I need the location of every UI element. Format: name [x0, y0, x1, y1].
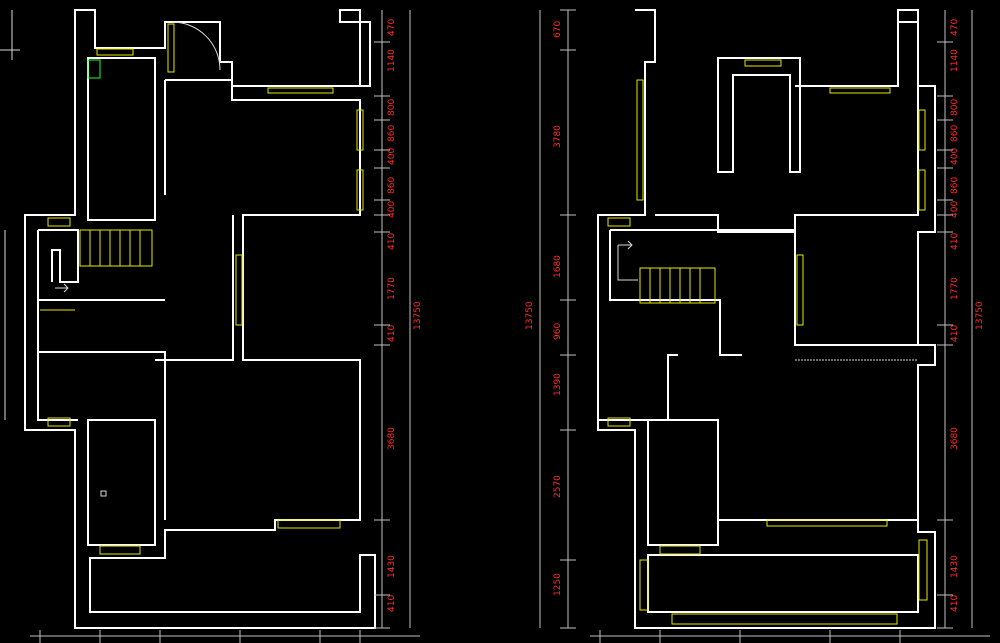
right-mid-wall — [609, 229, 918, 356]
right-dim-left-5: 1390 — [553, 373, 563, 396]
right-dim-total-right: 13750 — [975, 301, 985, 330]
right-dim-right-9: 1770 — [950, 277, 960, 300]
left-edge-lines — [0, 10, 20, 420]
right-dim-right-13: 410 — [950, 595, 960, 612]
right-dim-right-5: 400 — [950, 148, 960, 165]
right-dim-total-left: 13750 — [525, 301, 535, 330]
left-lower-room — [87, 419, 156, 546]
right-stair — [617, 240, 716, 304]
bottom-dim-ticks — [30, 630, 990, 643]
right-lower-wall — [597, 300, 918, 521]
left-dim-texts: 470 1140 800 860 400 860 400 410 1770 41… — [387, 19, 423, 612]
right-dim-texts-right: 470 1140 800 860 400 860 400 410 1770 41… — [950, 19, 985, 612]
left-stair-wall — [37, 229, 79, 421]
right-dim-left-3: 1680 — [553, 255, 563, 278]
right-dim-right-4: 860 — [950, 125, 960, 142]
left-inner-room-top — [87, 57, 156, 221]
left-dim-4: 860 — [387, 125, 397, 142]
right-dim-line-right — [937, 10, 973, 629]
right-dim-left-1: 670 — [553, 21, 563, 38]
right-inner-room-top — [717, 57, 801, 173]
right-dim-texts-left: 670 3780 1680 960 1390 2570 1250 13750 — [525, 21, 563, 596]
right-dim-right-12: 1430 — [950, 555, 960, 578]
right-outer-wall — [597, 9, 936, 629]
left-dim-13: 410 — [387, 595, 397, 612]
left-door-arc — [171, 21, 221, 71]
left-dim-3: 800 — [387, 99, 397, 116]
left-top-right-wall — [231, 9, 371, 87]
left-dim-2: 1140 — [387, 49, 397, 72]
left-fixture — [87, 59, 101, 79]
left-dim-8: 410 — [387, 233, 397, 250]
right-dim-left-6: 2570 — [553, 475, 563, 498]
left-dim-line-right — [374, 10, 411, 629]
right-dim-right-7: 400 — [950, 201, 960, 218]
left-mid-wall — [38, 299, 166, 520]
right-top-right-wall — [795, 21, 918, 87]
left-dim-10: 410 — [387, 325, 397, 342]
right-floor-plan: 670 3780 1680 960 1390 2570 1250 13750 4… — [525, 9, 985, 629]
left-dim-total: 13750 — [413, 301, 423, 330]
right-dim-right-1: 470 — [950, 19, 960, 36]
left-dim-12: 1430 — [387, 555, 397, 578]
left-dim-5: 400 — [387, 148, 397, 165]
left-small-square — [100, 490, 107, 497]
right-dim-line-left — [539, 9, 576, 629]
right-dim-right-8: 410 — [950, 233, 960, 250]
left-partition-1 — [155, 215, 234, 361]
right-dim-left-2: 3780 — [553, 125, 563, 148]
left-inner-wall-a — [164, 79, 232, 195]
right-bottom-room — [647, 554, 919, 613]
right-lower-room — [647, 419, 719, 546]
left-windows — [40, 23, 364, 555]
left-dim-6: 860 — [387, 177, 397, 194]
left-dim-1: 470 — [387, 19, 397, 36]
left-floor-plan: 470 1140 800 860 400 860 400 410 1770 41… — [0, 9, 423, 629]
left-outer-wall — [24, 9, 376, 629]
left-dim-9: 1770 — [387, 277, 397, 300]
right-dim-right-3: 800 — [950, 99, 960, 116]
right-dim-left-7: 1250 — [553, 573, 563, 596]
right-dim-left-4: 960 — [553, 323, 563, 340]
right-dim-right-2: 1140 — [950, 49, 960, 72]
right-dim-right-10: 410 — [950, 325, 960, 342]
right-windows — [607, 59, 928, 625]
left-stair — [55, 229, 153, 293]
left-dim-11: 3680 — [387, 427, 397, 450]
left-dim-7: 400 — [387, 201, 397, 218]
right-dim-right-11: 3680 — [950, 427, 960, 450]
right-dim-right-6: 860 — [950, 177, 960, 194]
